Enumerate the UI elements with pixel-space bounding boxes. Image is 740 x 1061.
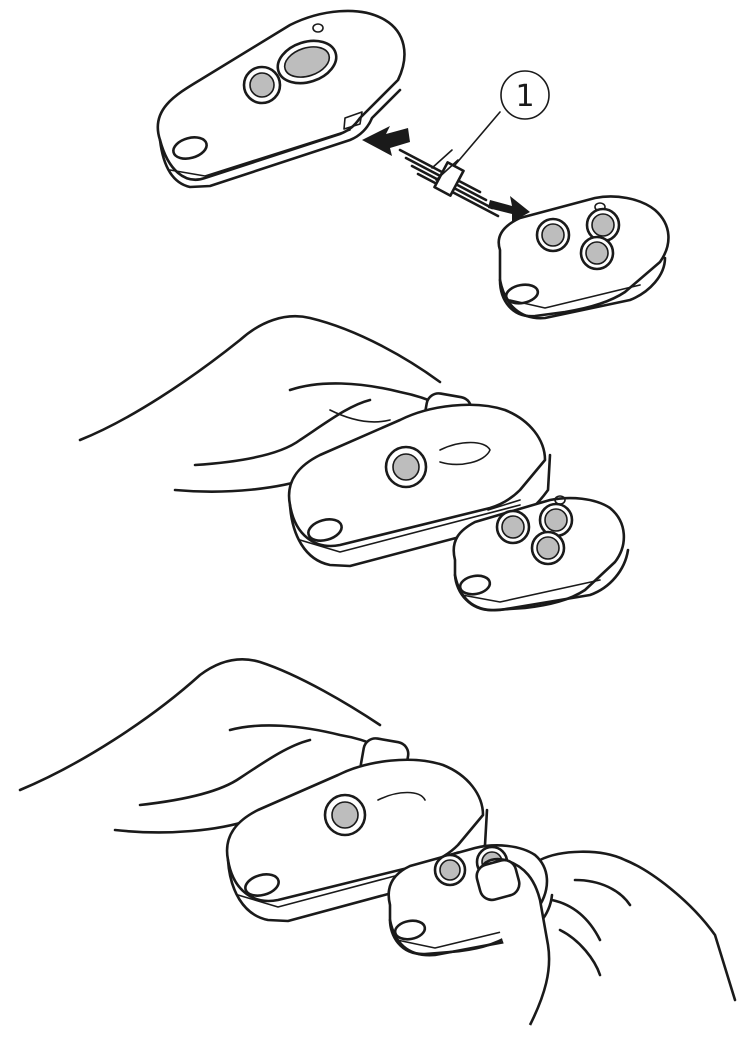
step-3-press-new bbox=[20, 659, 735, 1025]
new-button-3 bbox=[532, 532, 564, 564]
new-button-3 bbox=[581, 237, 613, 269]
new-button-2 bbox=[587, 209, 619, 241]
step-2-hold-master bbox=[80, 316, 628, 610]
pressing-hand-icon bbox=[474, 852, 735, 1025]
master-button-small bbox=[244, 67, 280, 103]
callout-1: 1 bbox=[455, 71, 549, 165]
master-button-small bbox=[386, 447, 426, 487]
callout-1-label: 1 bbox=[515, 79, 534, 114]
new-button-1 bbox=[497, 511, 529, 543]
new-button-1 bbox=[435, 855, 465, 885]
new-button-1 bbox=[537, 219, 569, 251]
pin-adapter bbox=[400, 150, 498, 216]
master-button-small bbox=[325, 795, 365, 835]
master-remote bbox=[158, 11, 405, 187]
step-1-connect: 1 bbox=[158, 11, 669, 318]
new-remote bbox=[454, 496, 628, 610]
